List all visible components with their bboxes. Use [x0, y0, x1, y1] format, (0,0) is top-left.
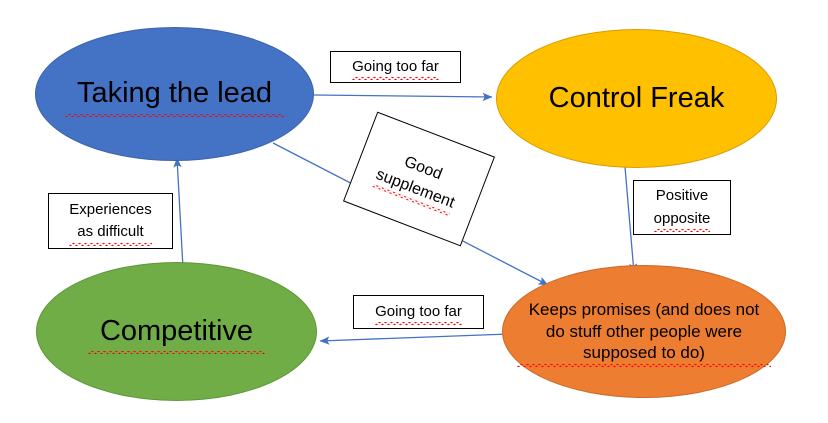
node-taking-the-lead-label: Taking the lead [64, 75, 285, 117]
arrow-competitive-to-lead [173, 157, 184, 269]
edge-label-positive-opposite[interactable]: Positive opposite [633, 180, 731, 235]
node-competitive[interactable]: Competitive [36, 262, 317, 401]
arrow-lead-to-control [313, 92, 493, 102]
edge-label-going-too-far-bottom[interactable]: Going too far [353, 295, 484, 329]
node-control-freak-label: Control Freak [548, 81, 725, 114]
node-competitive-label: Competitive [87, 313, 266, 355]
node-taking-the-lead[interactable]: Taking the lead [35, 27, 314, 161]
node-keeps-promises[interactable]: Keeps promises (and does not do stuff ot… [502, 265, 786, 398]
edge-label-going-too-far-top[interactable]: Going too far [330, 51, 461, 83]
edge-label-positive-opposite-text: Positive opposite [653, 185, 710, 233]
edge-label-experiences-as-difficult[interactable]: Experiences as difficult [48, 193, 173, 249]
edge-label-going-too-far-top-text: Going too far [352, 56, 439, 80]
edge-label-experiences-as-difficult-text: Experiences as difficult [69, 199, 152, 246]
node-keeps-promises-label: Keeps promises (and does not do stuff ot… [516, 299, 772, 367]
node-control-freak[interactable]: Control Freak [496, 29, 777, 168]
edge-label-good-supplement[interactable]: Good supplement [342, 111, 496, 247]
edge-label-good-supplement-text: Good supplement [373, 144, 466, 214]
edge-label-going-too-far-bottom-text: Going too far [375, 301, 462, 325]
